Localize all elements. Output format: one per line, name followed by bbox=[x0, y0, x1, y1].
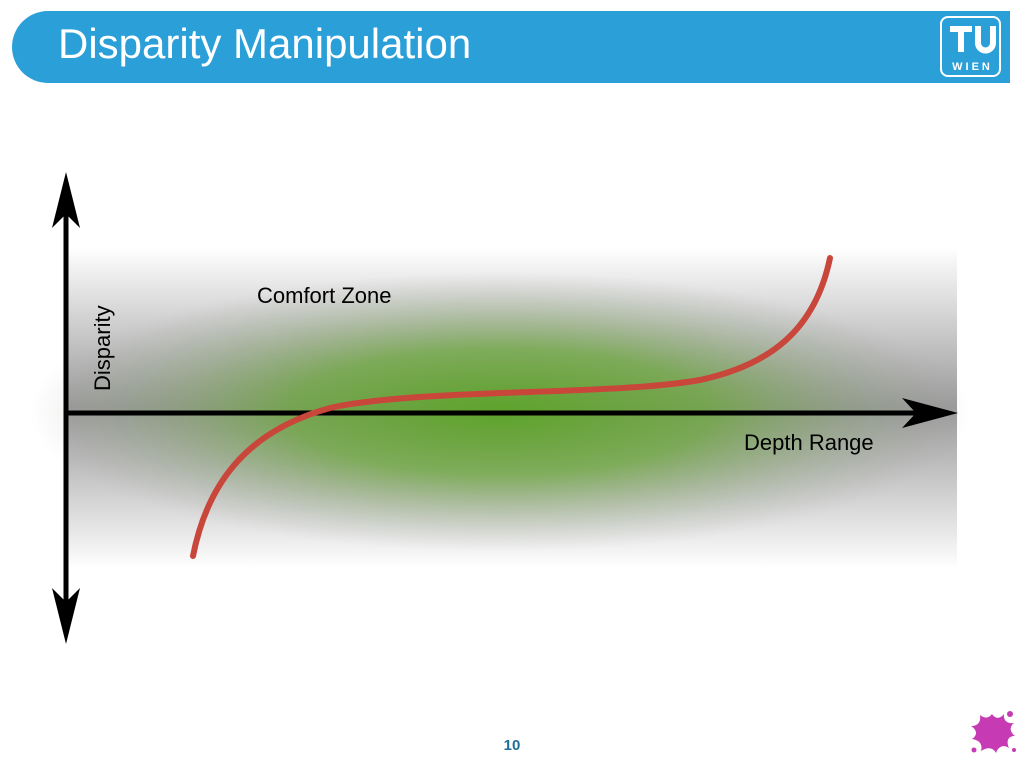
paint-splash-icon bbox=[971, 711, 1016, 753]
comfort-zone-label: Comfort Zone bbox=[257, 283, 392, 308]
title-bar bbox=[12, 11, 1010, 83]
page-number: 10 bbox=[503, 737, 521, 754]
y-axis-arrow-down bbox=[52, 588, 80, 644]
y-axis-label: Disparity bbox=[90, 305, 115, 391]
x-axis-arrow-right bbox=[902, 398, 958, 428]
disparity-curve bbox=[190, 255, 833, 559]
y-axis-arrow-up bbox=[52, 172, 80, 228]
tu-wien-logo: WIEN bbox=[940, 16, 1001, 77]
slide-title: Disparity Manipulation bbox=[58, 20, 472, 67]
logo-text-wien: WIEN bbox=[952, 61, 993, 73]
x-axis-label: Depth Range bbox=[744, 430, 874, 455]
